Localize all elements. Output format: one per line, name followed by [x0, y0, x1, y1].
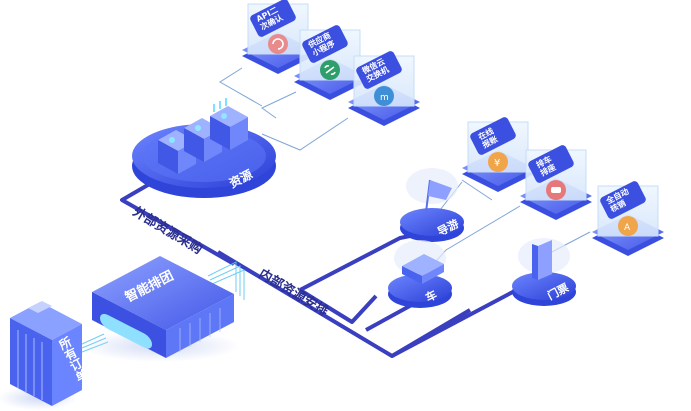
all-orders-tower: [0, 301, 82, 410]
svg-text:m: m: [380, 93, 389, 103]
smart-scheduler-block: [80, 256, 240, 362]
external-path-label: 外部资源采购: [129, 203, 205, 257]
external-connectors: [219, 67, 349, 151]
flag-icon: [425, 179, 452, 213]
svg-text:A: A: [624, 223, 631, 233]
internal-card-online-reimburse: ¥ 在线报账: [462, 117, 534, 192]
ticket-node: [512, 238, 576, 306]
svg-text:外部资源采购: 外部资源采购: [129, 203, 205, 257]
resource-disc: [132, 98, 276, 198]
guide-node: [400, 168, 464, 242]
external-card-wechat-switch: m 微信云交换机: [348, 51, 420, 126]
internal-card-seating: 排车排座: [520, 145, 592, 220]
external-card-api-confirm: API二次确认: [242, 0, 314, 74]
vehicle-node: [388, 240, 452, 308]
car-icon: [402, 254, 444, 284]
switch-icon: [374, 86, 394, 106]
svg-text:内部资源安排: 内部资源安排: [256, 266, 331, 320]
ticket-icon: [532, 240, 552, 280]
internal-path-label: 内部资源安排: [256, 266, 331, 320]
check-icon: [618, 216, 638, 236]
svg-text:¥: ¥: [494, 158, 500, 169]
refresh-icon: [268, 34, 288, 54]
yuan-icon: [488, 152, 508, 172]
internal-card-auto-verify: A 全自动核销: [592, 181, 664, 256]
external-card-supplier-miniapp: 供应商小程序: [294, 25, 366, 100]
